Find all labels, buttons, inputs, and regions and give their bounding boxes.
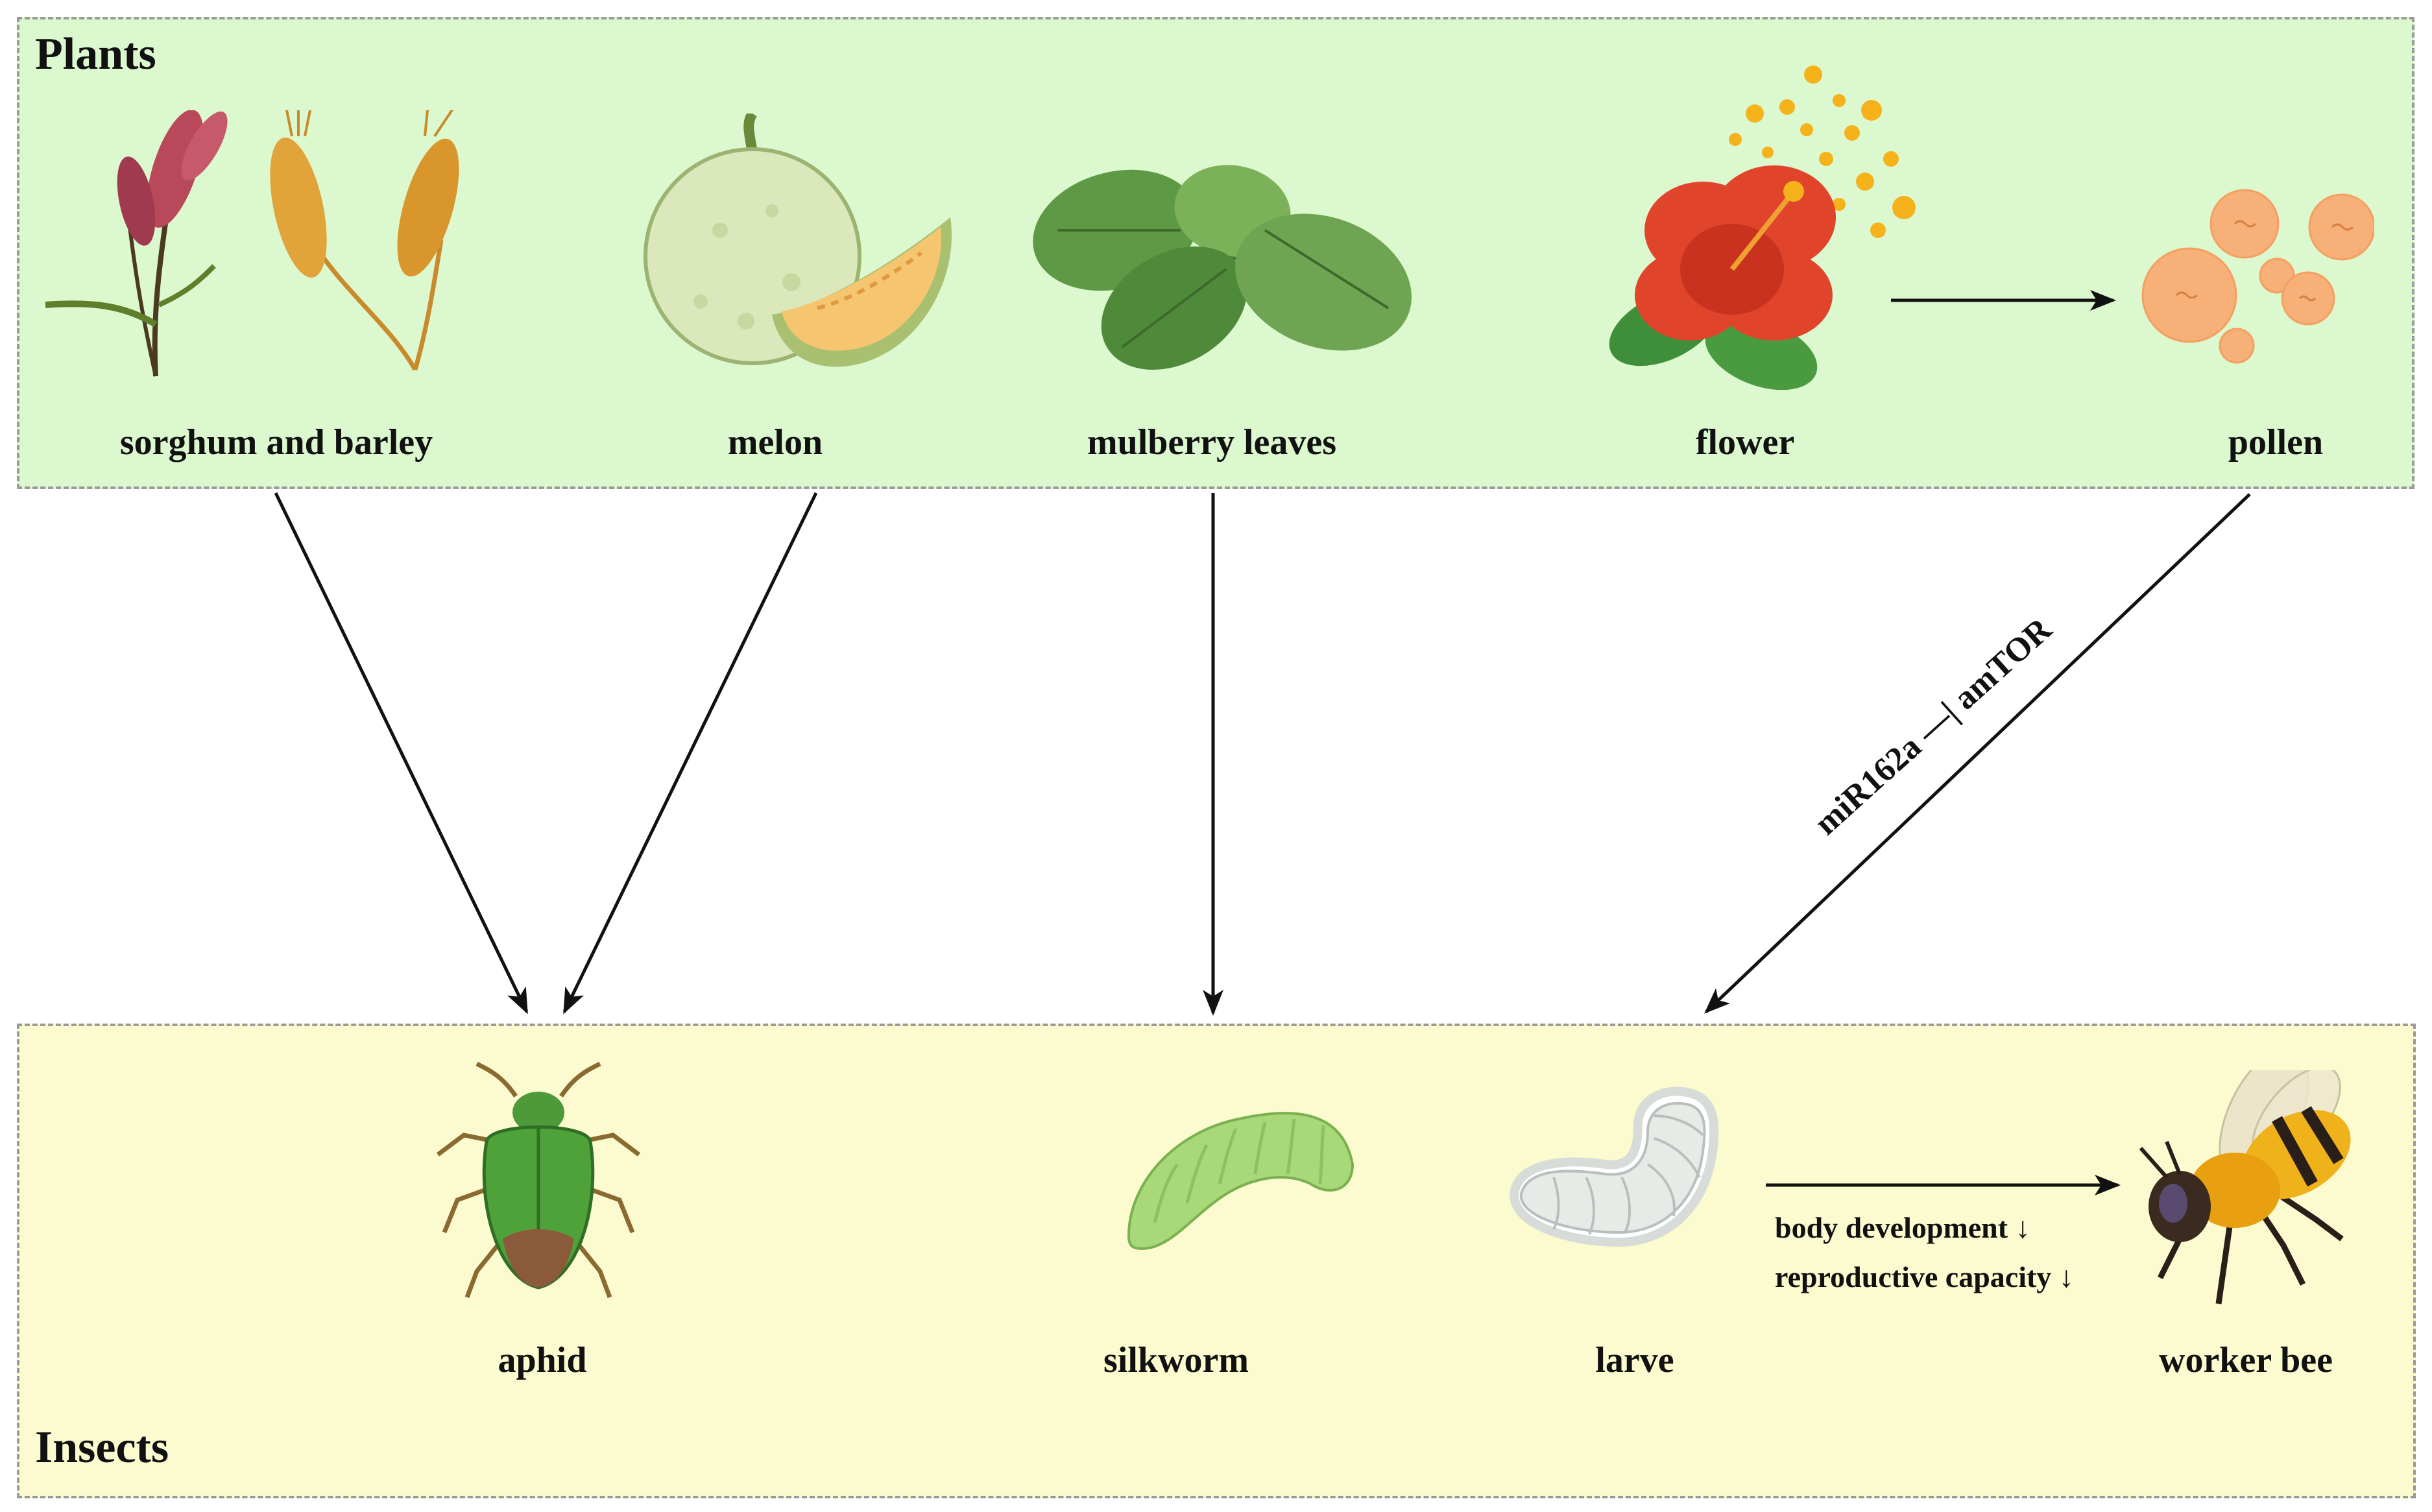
arrow-sorghum-to-aphid (274, 492, 529, 1014)
body-development-label: body development ↓ (1775, 1211, 2030, 1244)
larva-icon (1510, 1086, 1719, 1247)
flower-icon (1609, 66, 1916, 390)
plant-label: flower (1695, 422, 1795, 462)
arrow-pollen-to-larva (1704, 493, 2251, 1014)
insect-label: silkworm (1103, 1340, 1249, 1380)
plant-label: pollen (2228, 422, 2324, 462)
sorghum-barley-icon (45, 110, 459, 377)
plants-panel-title: Plants (35, 29, 156, 79)
plant-label: mulberry leaves (1087, 422, 1337, 462)
aphid-icon (436, 1061, 641, 1299)
insects-panel-title: Insects (35, 1422, 169, 1472)
pollen-icon (2141, 189, 2374, 364)
insect-label: aphid (498, 1340, 587, 1380)
melon-icon (644, 114, 952, 367)
worker-bee-icon (2139, 1070, 2351, 1304)
silkworm-icon (1127, 1112, 1354, 1251)
mulberry-leaves-icon (1033, 165, 1412, 370)
insect-label: larve (1595, 1340, 1674, 1380)
arrow-melon-to-aphid (562, 492, 818, 1014)
plant-label: sorghum and barley (119, 422, 433, 462)
insects-panel: Insects (17, 1024, 2416, 1498)
plant-label: melon (727, 422, 823, 462)
insect-label: worker bee (2159, 1340, 2333, 1380)
reproductive-capacity-label: reproductive capacity ↓ (1775, 1260, 2074, 1293)
